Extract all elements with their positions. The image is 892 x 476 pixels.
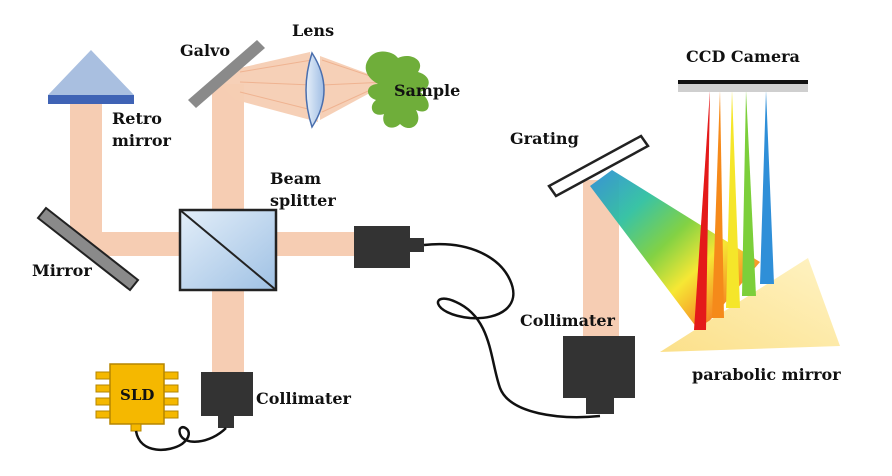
label-retro-line1: Retro xyxy=(112,109,162,128)
beam-orange xyxy=(712,90,724,318)
beam-galvo-to-lens xyxy=(218,52,318,122)
fiber-collimator-to-spectrometer xyxy=(423,242,601,419)
ccd-camera xyxy=(678,80,808,92)
beam-reference-vertical xyxy=(70,103,102,239)
sample xyxy=(365,51,429,129)
fiber-sld-to-collimator xyxy=(134,426,227,452)
label-collimater-left: Collimater xyxy=(256,389,351,408)
label-retro-line2: mirror xyxy=(112,131,171,150)
galvo-mirror xyxy=(188,40,265,108)
collimator-source xyxy=(201,372,253,428)
collimator-fiber-left xyxy=(354,226,424,268)
beam-green xyxy=(742,90,756,296)
retro-base xyxy=(48,95,134,104)
collimator-spectrometer xyxy=(563,336,635,414)
label-parabolic-mirror: parabolic mirror xyxy=(692,365,841,384)
beam-blue xyxy=(760,90,774,284)
sld-chip xyxy=(95,363,179,432)
retro-mirror xyxy=(48,50,134,104)
beam-red xyxy=(694,90,710,330)
lens xyxy=(305,51,325,129)
optical-fibers xyxy=(134,242,601,452)
label-lens: Lens xyxy=(292,21,335,40)
beam-lens-to-sample xyxy=(320,56,390,120)
focused-beams xyxy=(694,90,774,330)
label-collimater-right: Collimater xyxy=(520,311,615,330)
label-beam-line1: Beam xyxy=(270,169,321,188)
label-galvo: Galvo xyxy=(180,41,231,60)
beam-splitter xyxy=(178,208,278,292)
label-sample: Sample xyxy=(394,81,461,100)
retro-prism xyxy=(48,50,134,95)
label-beam-line2: splitter xyxy=(270,191,336,210)
grating xyxy=(547,134,650,198)
label-mirror: Mirror xyxy=(32,261,92,280)
beam-yellow xyxy=(726,90,740,308)
label-sld: SLD xyxy=(120,386,155,404)
mirror xyxy=(36,206,140,292)
label-ccd-camera: CCD Camera xyxy=(686,47,800,66)
label-grating: Grating xyxy=(510,129,579,148)
